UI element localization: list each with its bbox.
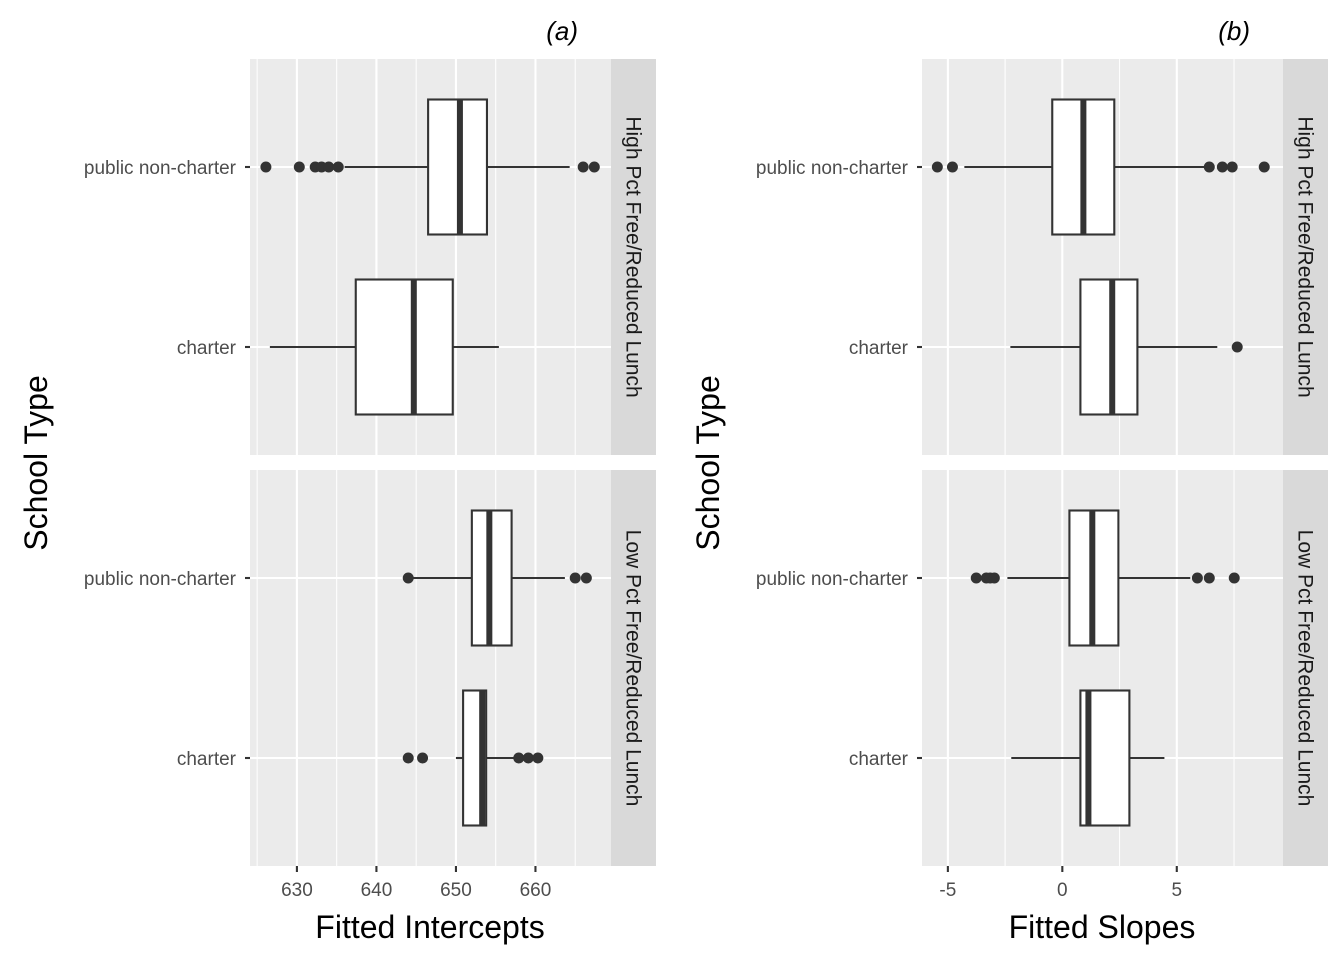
boxplot-public-non-charter	[931, 98, 1270, 236]
x-tick-label: 630	[281, 880, 313, 901]
facet-strip	[611, 59, 656, 455]
outlier-point	[532, 752, 544, 764]
y-tick-label: public non-charter	[84, 158, 237, 179]
plot-title: (b)	[1218, 16, 1250, 46]
outlier-point	[1216, 161, 1228, 173]
outlier-point	[260, 161, 272, 173]
facet-strip	[1283, 470, 1328, 866]
facet-panel: High Pct Free/Reduced Lunch charter public…	[84, 59, 656, 455]
x-axis-title: Fitted Slopes	[1009, 909, 1196, 945]
y-tick-label: charter	[849, 749, 909, 770]
boxplot-public-non-charter	[970, 509, 1240, 647]
outlier-point	[988, 572, 1000, 584]
iqr-box	[354, 278, 454, 416]
x-tick-label: 5	[1171, 880, 1182, 901]
outlier-point	[332, 161, 344, 173]
outlier-point	[1258, 161, 1270, 173]
y-tick-label: public non-charter	[84, 569, 237, 590]
facet-strip-label: Low Pct Free/Reduced Lunch	[622, 530, 645, 807]
outlier-point	[1203, 572, 1215, 584]
facet-strip	[1283, 59, 1328, 455]
outlier-point	[577, 161, 589, 173]
y-axis-title: School Type	[690, 375, 726, 551]
outlier-point	[417, 752, 429, 764]
facet-panel: High Pct Free/Reduced Lunch charter public…	[756, 59, 1328, 455]
boxplot-charter	[402, 689, 544, 827]
outlier-point	[1228, 572, 1240, 584]
outlier-point	[1203, 161, 1215, 173]
boxplot-charter	[269, 278, 499, 416]
outlier-point	[293, 161, 305, 173]
outlier-point	[946, 161, 958, 173]
facet-panel: Low Pct Free/Reduced Lunch charter public …	[84, 470, 656, 901]
x-tick-label: 650	[440, 880, 472, 901]
outlier-point	[931, 161, 943, 173]
panel-background	[250, 470, 611, 866]
facet-strip-label: High Pct Free/Reduced Lunch	[622, 116, 645, 397]
outlier-point	[402, 572, 414, 584]
outlier-point	[1226, 161, 1238, 173]
x-tick-label: 0	[1057, 880, 1068, 901]
boxplot-charter	[1011, 689, 1165, 827]
outlier-point	[1231, 341, 1243, 353]
plot-title: (a)	[546, 16, 578, 46]
boxplot-public-non-charter	[260, 98, 600, 236]
x-tick-label: 640	[361, 880, 393, 901]
outlier-point	[402, 752, 414, 764]
y-axis-title: School Type	[18, 375, 54, 551]
facet-strip	[611, 470, 656, 866]
facet-strip-label: Low Pct Free/Reduced Lunch	[1294, 530, 1317, 807]
boxplot-public-non-charter	[402, 509, 592, 647]
facet-strip-label: High Pct Free/Reduced Lunch	[1294, 116, 1317, 397]
x-axis-title: Fitted Intercepts	[315, 909, 544, 945]
outlier-point	[513, 752, 525, 764]
iqr-box	[1079, 278, 1139, 416]
y-tick-label: charter	[177, 338, 237, 359]
y-tick-label: public non-charter	[756, 569, 909, 590]
y-tick-label: public non-charter	[756, 158, 909, 179]
x-tick-label: -5	[939, 880, 956, 901]
y-tick-label: charter	[849, 338, 909, 359]
x-tick-label: 660	[520, 880, 552, 901]
outlier-point	[522, 752, 534, 764]
outlier-point	[1191, 572, 1203, 584]
outlier-point	[588, 161, 600, 173]
outlier-point	[580, 572, 592, 584]
outlier-point	[569, 572, 581, 584]
outlier-point	[323, 161, 335, 173]
outlier-point	[970, 572, 982, 584]
y-tick-label: charter	[177, 749, 237, 770]
facet-panel: Low Pct Free/Reduced Lunch charter public …	[756, 470, 1328, 901]
boxplot-charter	[1010, 278, 1243, 416]
